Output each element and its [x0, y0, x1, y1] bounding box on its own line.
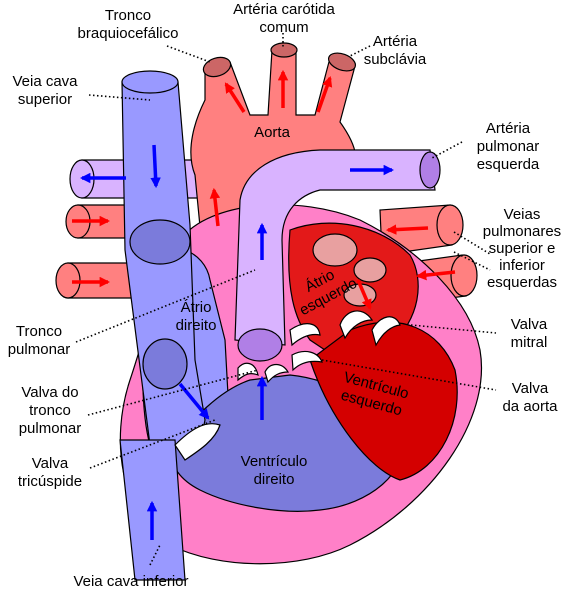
pulmonary-trunk [234, 149, 441, 362]
svg-text:Veia cava inferior: Veia cava inferior [73, 573, 188, 590]
svg-text:Aorta: Aorta [254, 124, 291, 141]
right-pulmonary-veins [55, 204, 136, 299]
leader-lines [75, 33, 497, 566]
red-arrows [72, 69, 456, 310]
valves [174, 310, 401, 461]
label-veia-cava-inferior: Veia cava inferior [73, 573, 188, 590]
blue-arrows [79, 144, 395, 540]
label-aorta: Aorta [254, 124, 291, 141]
